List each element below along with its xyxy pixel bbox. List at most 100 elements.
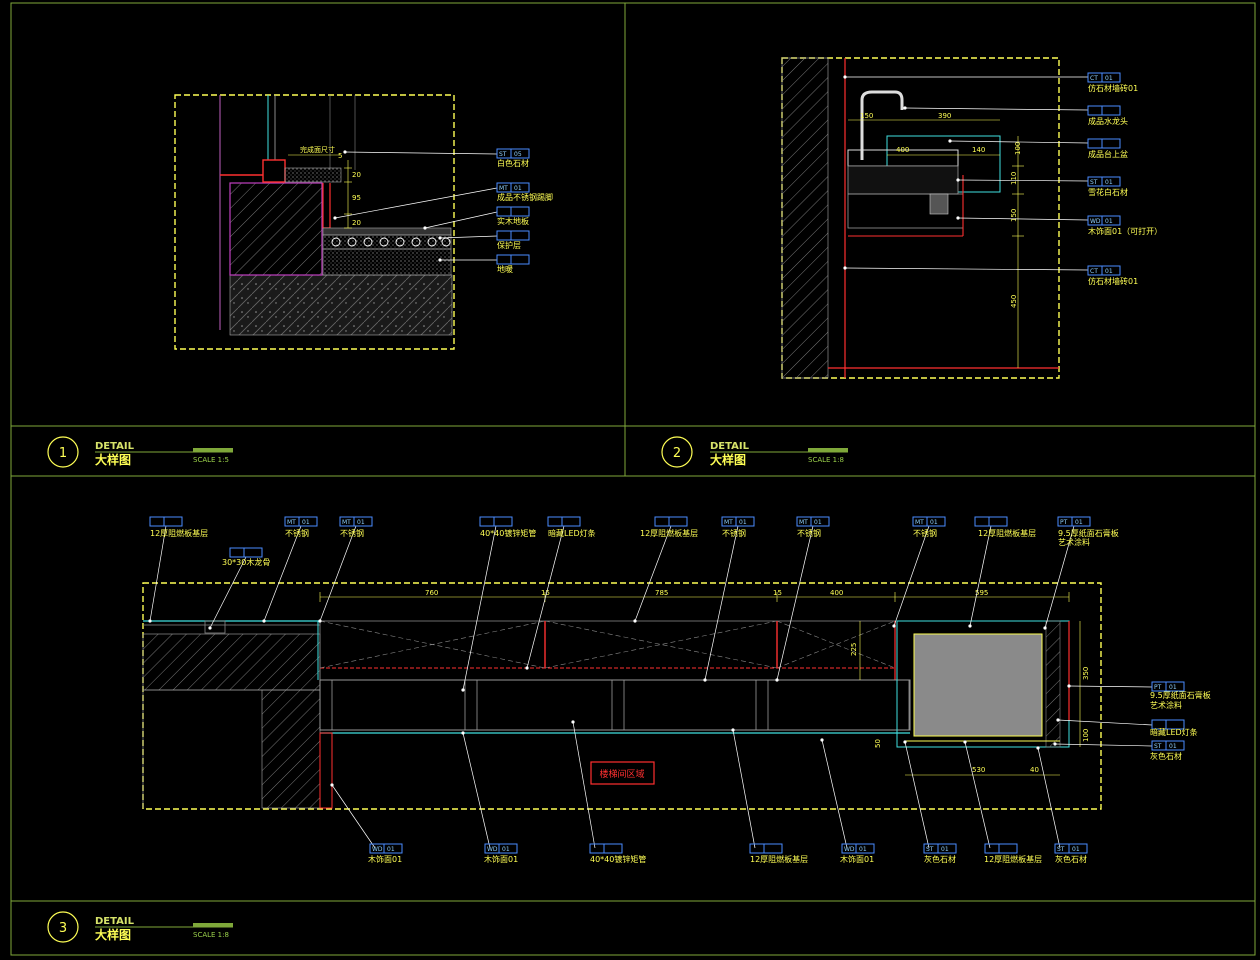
callout-code: ST bbox=[1154, 743, 1162, 750]
callout-tag-box bbox=[841, 843, 875, 854]
callout-tag-box bbox=[1057, 516, 1091, 527]
callout-text: 9.5厚纸面石膏板 bbox=[1058, 528, 1119, 538]
d3-right-callout: 暗藏LED灯条 bbox=[1056, 718, 1198, 737]
d3-dim: 530 bbox=[972, 766, 985, 774]
d1-callout: 实木地板 bbox=[423, 206, 530, 230]
callout-tag-box bbox=[1151, 740, 1185, 751]
callout-code: CT bbox=[1090, 75, 1098, 82]
callout-code: CT bbox=[1090, 268, 1098, 275]
d3-dim: 15 bbox=[773, 589, 782, 597]
callout-text: 成品台上盆 bbox=[1088, 149, 1128, 159]
d3-dim: 225 bbox=[850, 643, 858, 656]
stair-area-label: 楼梯间区域 bbox=[599, 768, 644, 780]
d3-dim: 785 bbox=[655, 589, 668, 597]
title-scale: SCALE 1:5 bbox=[193, 456, 229, 464]
d3-top-callout: 12厚阻燃板基层 bbox=[968, 516, 1036, 628]
detail-1-drawing bbox=[174, 94, 455, 350]
callout-tag-box bbox=[484, 843, 518, 854]
d2-dim: 390 bbox=[938, 112, 951, 120]
detail-3-texts: 760 15 785 15 400 595 350 100 530 40 50 … bbox=[425, 589, 1090, 780]
d3-top-callout: 30*30木龙骨 bbox=[208, 547, 270, 630]
callout-text: 12厚阻燃板基层 bbox=[640, 528, 698, 538]
callout-code: MT bbox=[799, 519, 808, 526]
d3-dim: 400 bbox=[830, 589, 843, 597]
callout-text: 木饰面01 bbox=[484, 854, 518, 864]
title-block-2: 2 DETAIL 大样图 SCALE 1:8 bbox=[661, 436, 848, 468]
callout-text: 不锈钢 bbox=[340, 528, 364, 538]
callout-code: ST bbox=[1057, 846, 1065, 853]
d3-top-callout: MT 01 不锈钢 bbox=[892, 516, 946, 628]
d1-dim: 95 bbox=[352, 194, 361, 202]
callout-num: 01 bbox=[1075, 519, 1083, 526]
d3-bottom-callout: 12厚阻燃板基层 bbox=[963, 740, 1042, 864]
callout-text: 9.5厚纸面石膏板 bbox=[1150, 690, 1211, 700]
d1-dim: 20 bbox=[352, 219, 361, 227]
d3-top-callout: 暗藏LED灯条 bbox=[525, 516, 596, 670]
callout-text: 艺术涂料 bbox=[1150, 700, 1182, 710]
callout-code: MT bbox=[915, 519, 924, 526]
callout-code: WD bbox=[372, 846, 383, 853]
title-subtitle: 大样图 bbox=[95, 452, 131, 467]
callout-num: 01 bbox=[302, 519, 310, 526]
d3-dim: 50 bbox=[874, 739, 882, 748]
detail-2-drawing bbox=[781, 57, 1060, 379]
callout-tag-box bbox=[547, 516, 581, 527]
callout-num: 05 bbox=[514, 151, 522, 158]
callout-text: 不锈钢 bbox=[722, 528, 746, 538]
d1-dim: 5 bbox=[338, 152, 342, 160]
callout-text: 12厚阻燃板基层 bbox=[150, 528, 208, 538]
callout-code: WD bbox=[1090, 218, 1101, 225]
callout-num: 01 bbox=[1072, 846, 1080, 853]
callout-num: 01 bbox=[739, 519, 747, 526]
callout-text: 地暖 bbox=[497, 264, 513, 274]
callout-tag-box bbox=[749, 843, 783, 854]
callout-tag-box bbox=[912, 516, 946, 527]
callout-text: 仿石材墙砖01 bbox=[1088, 83, 1138, 93]
callout-tag-box bbox=[229, 547, 263, 558]
callout-text: 木饰面01 bbox=[840, 854, 874, 864]
d3-bottom-callout: 40*40镀锌矩管 bbox=[571, 720, 646, 864]
title-block-1: 1 DETAIL 大样图 SCALE 1:5 bbox=[47, 436, 233, 468]
callout-tag-box bbox=[479, 516, 513, 527]
callout-text: 成品水龙头 bbox=[1088, 116, 1128, 126]
callout-num: 01 bbox=[859, 846, 867, 853]
d1-callout: 地暖 bbox=[438, 254, 530, 274]
d2-dim: 150 bbox=[1010, 209, 1018, 222]
d3-bottom-callout: 12厚阻燃板基层 bbox=[731, 728, 808, 864]
callout-text: 30*30木龙骨 bbox=[222, 557, 270, 567]
title-number: 2 bbox=[673, 446, 681, 461]
callout-tag-box bbox=[369, 843, 403, 854]
callout-code: ST bbox=[926, 846, 934, 853]
callout-tag-box bbox=[339, 516, 373, 527]
title-label: DETAIL bbox=[710, 441, 750, 452]
callout-text: 不锈钢 bbox=[913, 528, 937, 538]
callout-tag-box bbox=[1087, 138, 1121, 149]
callout-text: 雪花白石材 bbox=[1088, 187, 1128, 197]
callout-tag-box bbox=[589, 843, 623, 854]
callout-tag-box bbox=[284, 516, 318, 527]
callout-num: 01 bbox=[1105, 268, 1113, 275]
title-number: 1 bbox=[59, 446, 67, 461]
d3-dim: 595 bbox=[975, 589, 988, 597]
callout-tag-box bbox=[1087, 72, 1121, 83]
callout-num: 01 bbox=[357, 519, 365, 526]
callout-tag-box bbox=[721, 516, 755, 527]
callout-num: 01 bbox=[930, 519, 938, 526]
callout-text: 40*40镀锌矩管 bbox=[590, 854, 646, 864]
callout-text: 不锈钢 bbox=[285, 528, 309, 538]
callout-tag-box bbox=[496, 182, 530, 193]
d1-callout: 保护层 bbox=[438, 230, 530, 250]
callout-num: 01 bbox=[514, 185, 522, 192]
d3-top-callout: 12厚阻燃板基层 bbox=[633, 516, 698, 623]
